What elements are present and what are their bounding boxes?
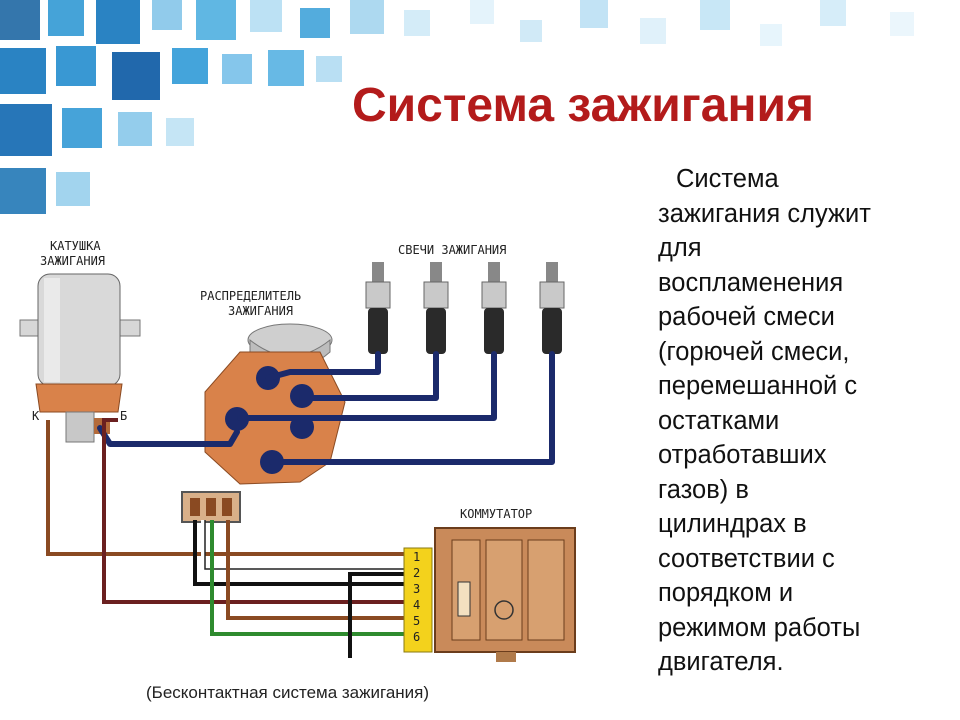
slide-title: Система зажигания	[352, 79, 814, 132]
pin-label: 4	[413, 598, 420, 612]
text-line: отработавших	[658, 441, 827, 469]
coil-label-line2: ЗАЖИГАНИЯ	[40, 254, 105, 268]
text-line: порядком и	[658, 579, 794, 607]
text-line: остатками	[658, 406, 780, 435]
distributor-label-line1: РАСПРЕДЕЛИТЕЛЬ	[200, 289, 301, 303]
coil-terminal-b: Б	[120, 409, 127, 423]
text-line: зажигания служит	[658, 199, 871, 228]
hall-sensor-connector	[181, 491, 241, 523]
text-line: двигателя.	[658, 648, 784, 676]
commutator-pins	[403, 547, 433, 653]
text-line: Система	[676, 165, 779, 193]
text-line: для	[658, 234, 702, 262]
decorative-squares	[0, 0, 914, 214]
text-line: рабочей смеси	[658, 303, 835, 331]
coil-terminal-k: К	[32, 409, 40, 423]
commutator-label: КОММУТАТОР	[460, 507, 532, 521]
pin-label: 5	[413, 614, 420, 628]
diagram-caption: (Бесконтактная система зажигания)	[146, 683, 430, 702]
low-voltage-wires	[46, 418, 412, 658]
commutator	[434, 527, 576, 662]
text-line: (горючей смеси,	[658, 337, 850, 366]
pin-label: 6	[413, 630, 420, 644]
text-line: режимом работы	[658, 613, 861, 642]
text-line: цилиндрах в	[658, 510, 807, 538]
description-text: Система зажигания служит для воспламенен…	[658, 162, 948, 680]
spark-plugs	[365, 262, 565, 354]
text-line: газов) в	[658, 475, 749, 504]
text-line: соответствии с	[658, 544, 835, 573]
pin-label: 2	[413, 566, 420, 580]
plugs-label: СВЕЧИ ЗАЖИГАНИЯ	[398, 243, 506, 257]
text-line: воспламенения	[658, 268, 844, 297]
ignition-diagram: КАТУШКА ЗАЖИГАНИЯ СВЕЧИ ЗАЖИГАНИЯ РАСПРЕ…	[19, 239, 576, 662]
text-line: перемешанной с	[658, 372, 858, 400]
pin-label: 1	[413, 550, 420, 564]
pin-label: 3	[413, 582, 420, 596]
coil-label-line1: КАТУШКА	[50, 239, 101, 253]
distributor-label-line2: ЗАЖИГАНИЯ	[228, 304, 293, 318]
